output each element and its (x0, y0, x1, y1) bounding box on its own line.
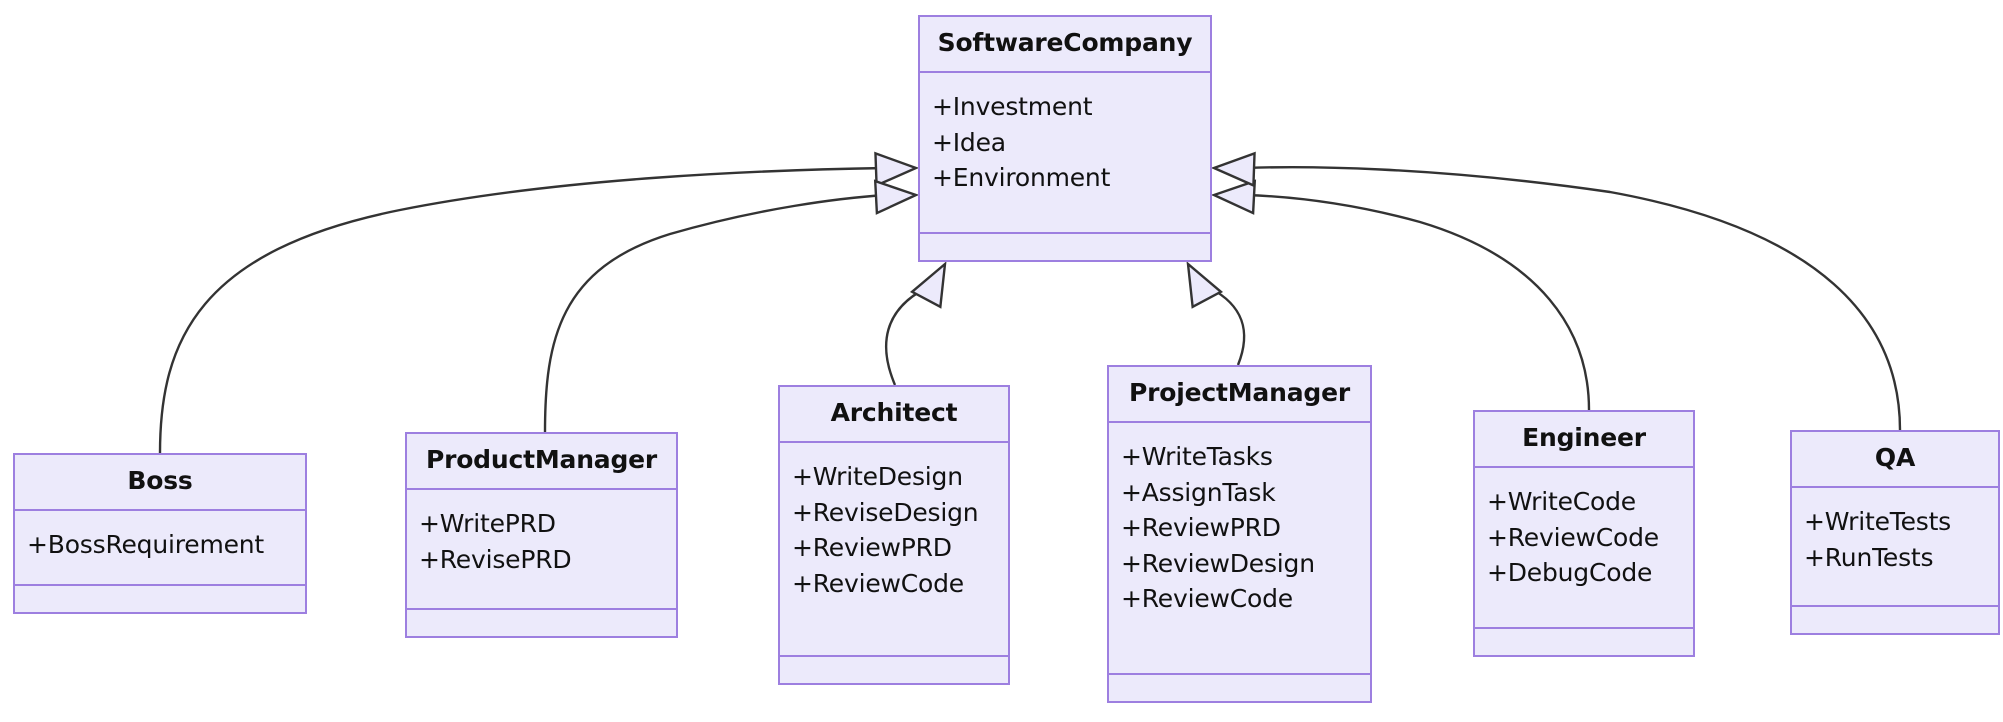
uml-attribute: +ReviewDesign (1121, 548, 1315, 578)
uml-methods-architect (780, 657, 1008, 683)
generalization-arrowhead-icon (1210, 179, 1257, 215)
generalization-arrowhead-icon (873, 179, 920, 215)
uml-class-qa[interactable]: QA +WriteTests +RunTests (1790, 430, 2000, 635)
uml-class-name-projectmanager: ProjectManager (1109, 367, 1370, 423)
uml-attribute: +Idea (932, 127, 1006, 157)
uml-attribute: +ReviewPRD (1121, 513, 1281, 542)
uml-attribute: +WriteCode (1487, 487, 1636, 516)
uml-attribute: +ReviewCode (1121, 584, 1293, 613)
uml-attribute: +AssignTask (1121, 477, 1276, 507)
uml-attributes-qa: +WriteTests +RunTests (1792, 488, 1998, 607)
uml-methods-projectmanager (1109, 675, 1370, 701)
uml-attribute: +WriteTasks (1121, 442, 1273, 471)
uml-attribute: +Investment (932, 92, 1093, 121)
generalization-arrowhead-icon (909, 261, 947, 309)
uml-attribute: +DebugCode (1487, 558, 1653, 587)
uml-class-boss[interactable]: Boss +BossRequirement (13, 453, 307, 614)
uml-attributes-engineer: +WriteCode +ReviewCode +DebugCode (1475, 468, 1693, 629)
uml-class-name-engineer: Engineer (1475, 412, 1693, 468)
uml-class-name-softwarecompany: SoftwareCompany (920, 17, 1210, 73)
uml-attribute: +ReviseDesign (792, 497, 979, 527)
uml-class-architect[interactable]: Architect +WriteDesign +ReviseDesign +Revie… (778, 385, 1010, 685)
uml-attributes-softwarecompany: +Investment +Idea +Environment (920, 73, 1210, 234)
uml-class-productmanager[interactable]: ProductManager +WritePRD +RevisePRD (405, 432, 678, 638)
uml-attribute: +WritePRD (419, 509, 556, 538)
uml-class-name-architect: Architect (780, 387, 1008, 443)
uml-attribute: +ReviewPRD (792, 533, 952, 562)
edge-projectmanager (1186, 261, 1246, 366)
uml-class-projectmanager[interactable]: ProjectManager +WriteTasks +AssignTask +Rev… (1107, 365, 1372, 703)
generalization-line (1209, 286, 1246, 366)
uml-class-name-qa: QA (1792, 432, 1998, 488)
generalization-arrowhead-icon (1186, 261, 1224, 309)
uml-attribute: +Environment (932, 163, 1111, 192)
uml-methods-engineer (1475, 629, 1693, 655)
uml-attribute: +ReviewCode (792, 568, 964, 598)
uml-attributes-boss: +BossRequirement (15, 511, 305, 586)
uml-attribute: +WriteDesign (792, 462, 963, 491)
uml-attributes-architect: +WriteDesign +ReviseDesign +ReviewPRD +Revi… (780, 443, 1008, 657)
uml-methods-productmanager (407, 610, 676, 636)
generalization-arrowhead-icon (1210, 151, 1256, 188)
uml-class-name-boss: Boss (15, 455, 305, 511)
generalization-line (884, 286, 927, 386)
uml-attribute: +BossRequirement (27, 530, 265, 559)
uml-attribute: +RevisePRD (419, 544, 572, 574)
uml-methods-boss (15, 586, 305, 612)
uml-class-engineer[interactable]: Engineer +WriteCode +ReviewCode +DebugCode (1473, 410, 1695, 657)
uml-attributes-productmanager: +WritePRD +RevisePRD (407, 490, 676, 610)
edge-architect (884, 261, 947, 386)
uml-attributes-projectmanager: +WriteTasks +AssignTask +ReviewPRD +ReviewD… (1109, 423, 1370, 675)
uml-attribute: +RunTests (1804, 542, 1934, 572)
generalization-arrowhead-icon (874, 151, 920, 188)
uml-class-name-productmanager: ProductManager (407, 434, 676, 490)
uml-class-softwarecompany[interactable]: SoftwareCompany +Investment +Idea +Environm… (918, 15, 1212, 262)
uml-methods-qa (1792, 607, 1998, 633)
uml-attribute: +ReviewCode (1487, 522, 1659, 552)
uml-methods-softwarecompany (920, 234, 1210, 260)
uml-attribute: +WriteTests (1804, 507, 1952, 536)
